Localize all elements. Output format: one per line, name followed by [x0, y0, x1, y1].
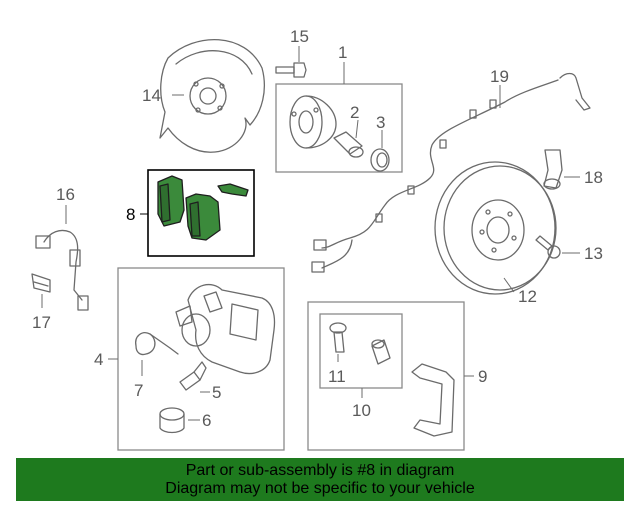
part-1-box	[275, 83, 403, 173]
part-4-caliper[interactable]	[175, 283, 276, 375]
part-3-cap[interactable]	[370, 148, 390, 172]
part-10-box	[319, 313, 403, 389]
callout-9: 9	[478, 367, 487, 386]
part-10-sleeve[interactable]	[371, 339, 391, 365]
notice-line-1: Part or sub-assembly is #8 in diagram	[185, 461, 455, 479]
callout-1: 1	[338, 43, 347, 62]
part-16-hose[interactable]	[35, 229, 89, 311]
part-14-shield[interactable]	[159, 39, 265, 153]
part-8-brake-pads[interactable]	[157, 175, 249, 241]
parts-diagram: 14 15 1 2 3 19	[31, 27, 603, 451]
callout-7: 7	[134, 381, 143, 400]
callout-15: 15	[290, 27, 309, 46]
callout-6: 6	[202, 411, 211, 430]
part-7-spring[interactable]	[135, 332, 179, 356]
part-9-bracket[interactable]	[411, 363, 455, 437]
callout-18: 18	[584, 168, 603, 187]
part-11-bolt[interactable]	[329, 322, 347, 353]
part-6-boot[interactable]	[159, 407, 185, 434]
part-8-box[interactable]	[147, 169, 255, 257]
callout-3: 3	[376, 113, 385, 132]
part-2-bolt[interactable]	[333, 131, 364, 158]
callout-17: 17	[32, 313, 51, 332]
callout-14: 14	[142, 86, 161, 105]
part-4-box	[117, 267, 285, 451]
part-1-hub[interactable]	[289, 95, 337, 149]
part-15-bolt[interactable]	[275, 62, 307, 78]
callout-16: 16	[56, 185, 75, 204]
callout-2: 2	[350, 103, 359, 122]
part-5-guide-pin[interactable]	[179, 361, 207, 391]
callout-12: 12	[518, 287, 537, 306]
part-19-wire[interactable]	[311, 72, 591, 273]
callout-5: 5	[212, 383, 221, 402]
callout-13: 13	[584, 244, 603, 263]
part-13-screw[interactable]	[535, 235, 561, 259]
part-17-clip[interactable]	[31, 273, 51, 293]
callout-11: 11	[328, 367, 346, 386]
callout-4: 4	[94, 350, 103, 369]
callout-10: 10	[352, 401, 371, 420]
callout-8: 8	[126, 205, 135, 224]
part-12-rotor[interactable]	[434, 161, 557, 295]
notice-banner: Part or sub-assembly is #8 in diagram Di…	[16, 458, 624, 501]
part-18-sensor[interactable]	[543, 149, 563, 190]
notice-line-2: Diagram may not be specific to your vehi…	[165, 479, 475, 497]
callout-19: 19	[490, 67, 509, 86]
